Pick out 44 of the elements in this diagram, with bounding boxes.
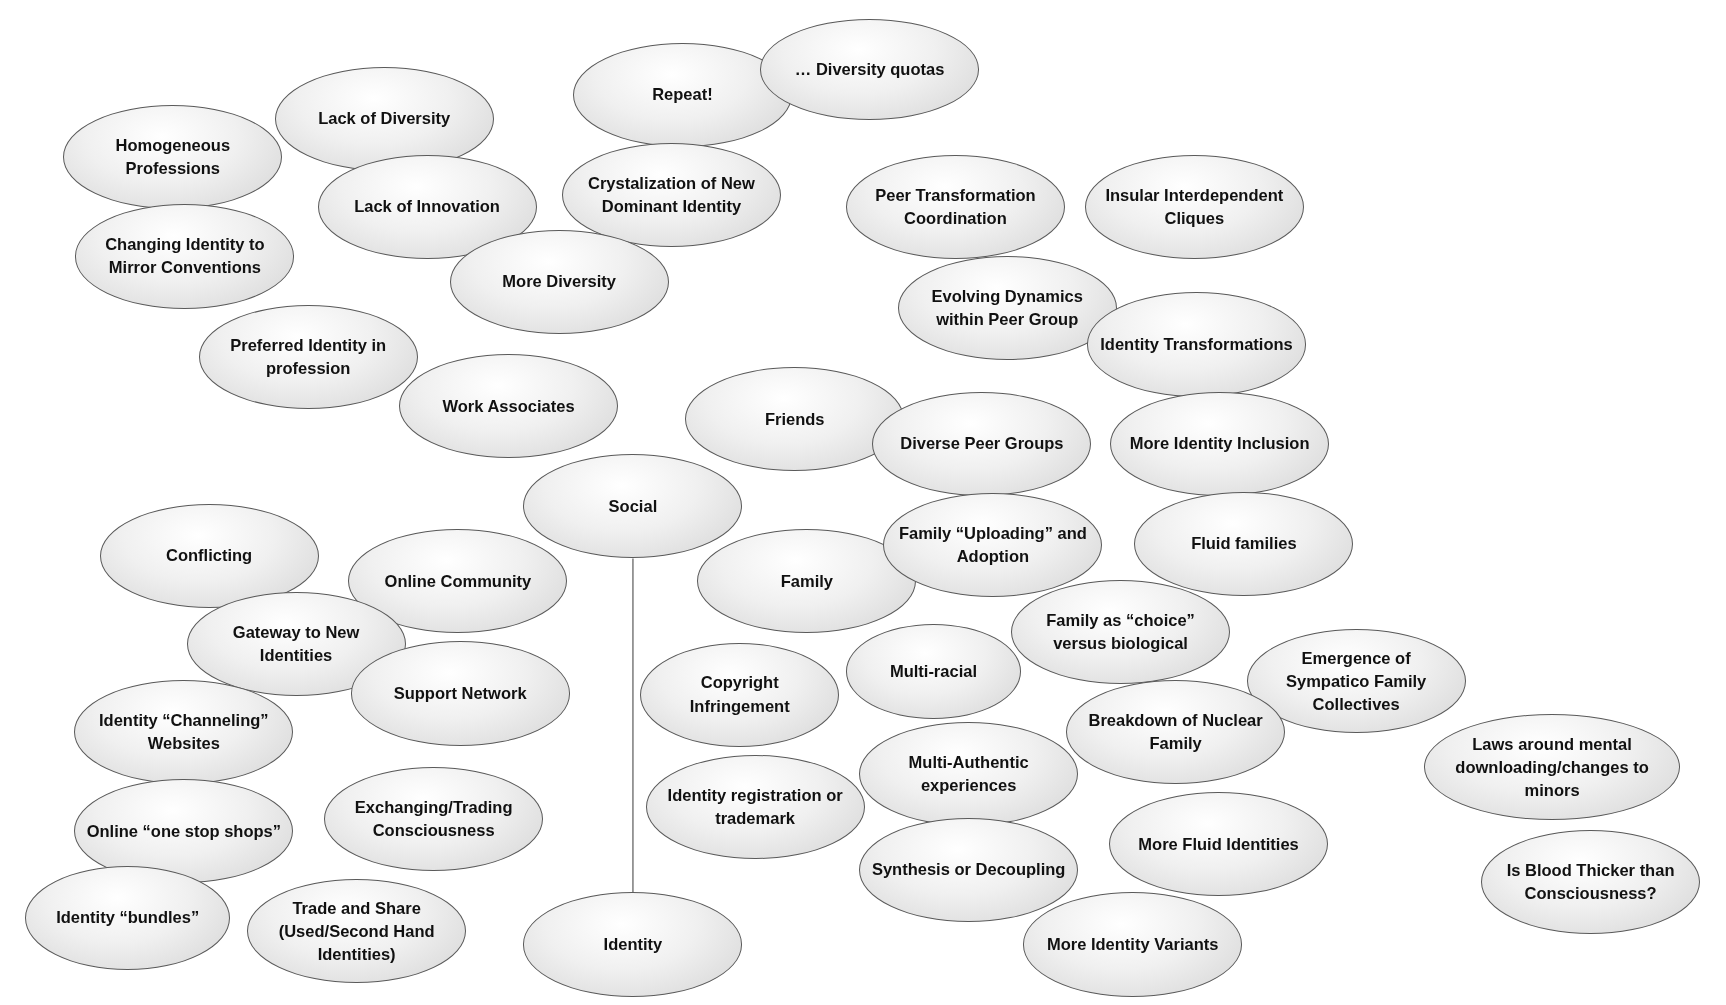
ellipse-label: Lack of Diversity — [318, 108, 451, 130]
ellipse-label: Identity registration or trademark — [666, 784, 844, 829]
ellipse-label: Fluid families — [1191, 533, 1297, 555]
ellipse-label: Crystalization of New Dominant Identity — [587, 172, 756, 217]
ellipse-label: Identity “Channeling” Websites — [98, 709, 270, 754]
ellipse-label: Family as “choice” versus biological — [1045, 609, 1196, 654]
ellipse-label: Lack of Innovation — [354, 196, 500, 218]
ellipse-label: Identity Transformations — [1100, 334, 1293, 355]
ellipse-label: Multi-Authentic experiences — [907, 751, 1030, 796]
ellipse-label: More Identity Variants — [1046, 933, 1219, 955]
ellipse-label: Exchanging/Trading Consciousness — [353, 796, 514, 841]
ellipse-label: Diverse Peer Groups — [900, 433, 1064, 455]
ellipse-label: Friends — [764, 408, 825, 430]
ellipse-label: Insular Interdependent Cliques — [1104, 184, 1285, 229]
ellipse-label: Homogeneous Professions — [114, 135, 232, 180]
ellipse-label: Evolving Dynamics within Peer Group — [930, 286, 1084, 331]
ellipse-label: Gateway to New Identities — [231, 621, 361, 666]
ellipse-label: Changing Identity to Mirror Conventions — [104, 234, 266, 279]
ellipse-label: Multi-racial — [889, 660, 977, 682]
ellipse-label: Peer Transformation Coordination — [874, 184, 1037, 229]
ellipse-label: Identity — [603, 933, 663, 955]
ellipse-label: Breakdown of Nuclear Family — [1087, 709, 1264, 754]
ellipse-label: Emergence of Sympatico Family Collectives — [1284, 647, 1428, 715]
ellipse-label: Identity “bundles” — [56, 907, 200, 929]
ellipse-label: Preferred Identity in profession — [229, 334, 388, 379]
ellipse-label: Conflicting — [166, 545, 253, 567]
ellipse-label: Synthesis or Decoupling — [871, 859, 1066, 881]
ellipse-label: Social — [608, 495, 658, 517]
ellipse-label: … Diversity quotas — [794, 58, 945, 80]
ellipse-label: Copyright Infringement — [688, 672, 791, 717]
ellipse-label: More Identity Inclusion — [1129, 433, 1310, 455]
ellipse-label: Online “one stop shops” — [86, 820, 281, 842]
ellipse-label: More Diversity — [502, 271, 617, 293]
ellipse-label: Support Network — [393, 682, 527, 704]
ellipse-label: Family “Uploading” and Adoption — [897, 522, 1088, 567]
ellipse-label: Repeat! — [652, 84, 713, 106]
ellipse-label: Work Associates — [442, 395, 575, 417]
ellipse-label: Online Community — [384, 570, 532, 592]
ellipse-label: Laws around mental downloading/changes to minors — [1454, 733, 1650, 801]
ellipse-label: Trade and Share (Used/Second Hand Identities) — [277, 897, 436, 965]
ellipse-label: More Fluid Identities — [1138, 833, 1299, 855]
ellipse-label: Family — [780, 570, 833, 592]
ellipse-label: Is Blood Thicker than Consciousness? — [1505, 859, 1676, 904]
connector-line — [632, 557, 634, 894]
